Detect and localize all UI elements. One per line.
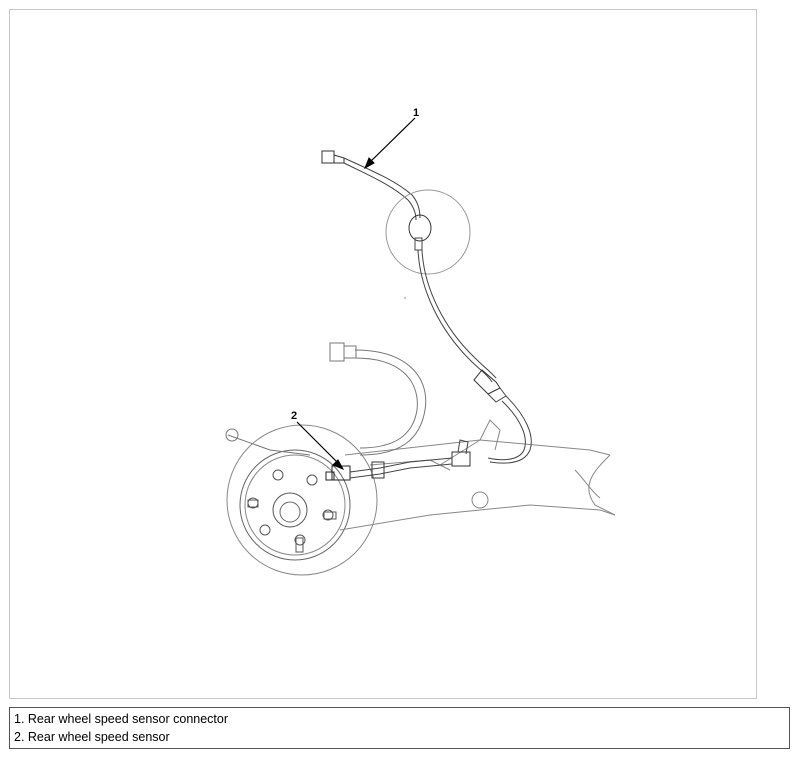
callout-2: 2 xyxy=(291,410,345,470)
legend-table: 1. Rear wheel speed sensor connector 2. … xyxy=(9,707,790,749)
legend-item-sensor: 2. Rear wheel speed sensor xyxy=(14,730,170,744)
sensor-diagram: 1 2 xyxy=(225,107,616,576)
callout-1: 1 xyxy=(364,107,419,170)
trailing-arm xyxy=(339,419,616,531)
diagram-frame: 1 2 xyxy=(9,9,757,699)
callout-1-number: 1 xyxy=(413,107,419,119)
legend-item-connector: 1. Rear wheel speed sensor connector xyxy=(14,712,229,726)
sensor-harness xyxy=(321,150,532,481)
callout-2-number: 2 xyxy=(291,410,297,422)
rear-hub-assembly xyxy=(226,424,378,576)
brake-hose xyxy=(225,342,427,456)
